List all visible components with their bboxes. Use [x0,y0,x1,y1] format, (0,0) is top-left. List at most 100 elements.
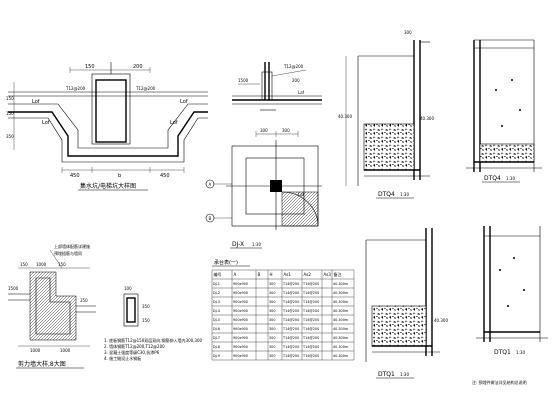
pit-axis-a: A [209,182,212,187]
trench-rebar-left: T12@200 [65,86,86,91]
schedule-cell: DJ-8 [213,345,220,349]
trench-lap-2: Lof [180,99,188,105]
wall-node-rebar: T12@200 [283,64,304,69]
pit-axis-b: B [209,216,212,221]
trench-dim-top-2: 200 [133,64,143,70]
sec-d-caption: DTQ1 [494,349,511,356]
schedule-cell: T14@200 [282,327,299,331]
trench-lap-3: Lof [42,120,50,126]
sec-a-caption: DTQ4 [378,191,395,198]
wall-node-lap: Laf [298,90,305,95]
schedule-cell: 40.300m [333,336,349,340]
schedule-header-cell: As1 [284,272,292,277]
schedule-cell: T14@200 [302,309,319,313]
schedule-cell: DJ-2 [213,291,220,295]
schedule-cell: 900x900 [233,309,248,313]
pit-caption: DJ-X [232,241,244,248]
schedule-cell: T14@200 [282,345,299,349]
schedule-cell: T14@200 [282,336,299,340]
schedule-title: 承台表(一) [214,259,238,266]
schedule-cell: 40.300m [333,354,349,358]
schedule-cell: T14@200 [302,354,319,358]
wall-caption: 剪力墙大样,8大图 [18,360,66,368]
schedule-header-cell: A [234,272,237,277]
wall-dim-3: 150 [58,262,66,267]
schedule-cell: T14@200 [302,300,319,304]
schedule-header-cell: H [270,272,273,277]
schedule-cell: T14@200 [282,309,299,313]
schedule-cell: T14@200 [302,291,319,295]
schedule-cell: T14@200 [282,282,299,286]
schedule-cell: 300 [269,291,275,295]
pit-scale: 1:30 [252,242,261,247]
schedule-cell: T14@200 [302,327,319,331]
schedule-cell: 900x900 [233,300,248,304]
wall-dim-6: 1000 [30,348,41,353]
schedule-cell: 300 [269,309,275,313]
sec-c-elev: 40.300 [434,318,448,323]
schedule-cell: 40.300m [333,282,349,286]
section-c: 40.300 DTQ1 1:30 [365,228,448,379]
schedule-cell: T14@200 [282,318,299,322]
schedule-cell: T14@200 [282,300,299,304]
wall-callout-2: 预埋插筋与墙同 [54,250,82,256]
sec-c-caption: DTQ1 [378,371,395,378]
sec-a-elev-1: 40.300 [338,114,352,119]
footer-note: 注: 预埋件做法详见结构总说明 [472,379,527,385]
wall-note-4: 4. 施工缝设止水钢板 [104,355,141,361]
schedule-cell: T14@200 [282,291,299,295]
section-a: 40.300 40.300 300 DTQ4 1:30 [338,30,434,199]
schedule-cell: 300 [269,282,275,286]
pit-plan: 300 300 A B Laf DJ-X 1:30 [205,128,322,249]
schedule-cell: 300 [269,318,275,322]
wall-note-1: 1. 底板钢筋T12@150双层双向,钢筋伸入墙内300,300 [104,337,203,343]
wall-callout-1: 上部墙体配筋详建施 [54,243,90,249]
schedule-cell: DJ-7 [213,336,220,340]
pit-dim-top-2: 300 [282,128,290,133]
trench-detail: 150 200 T12@200 T12@200 Lof Lof Lof Lof … [6,62,208,191]
schedule-cell: 40.300m [333,291,349,295]
pit-dim-top-1: 300 [260,128,268,133]
schedule-cell: 300 [269,327,275,331]
schedule-header-cell: As2 [304,272,312,277]
trench-rebar-right: T12@200 [135,86,156,91]
schedule-cell: DJ-6 [213,327,220,331]
schedule-cell: T14@200 [302,345,319,349]
schedule-cell: 40.300m [333,309,349,313]
wall-node-dim-2: 200 [292,78,300,83]
trench-lap-1: Lof [32,99,40,105]
sec-a-top-dim: 300 [404,30,412,35]
trench-dim-bottom-2: b [118,173,121,179]
sec-c-scale: 1:30 [400,372,409,377]
schedule-header-cell: As3 [324,272,332,277]
schedule-cell: T14@200 [302,336,319,340]
schedule-cell: 300 [269,300,275,304]
wall-notes: 1. 底板钢筋T12@150双层双向,钢筋伸入墙内300,300 2. 墙体钢筋… [104,337,203,361]
pit-note: Laf [298,192,305,197]
schedule-cell: 40.300m [333,318,349,322]
schedule-header-cell: 编号 [214,271,222,277]
trench-dim-top-1: 150 [85,64,95,70]
trench-dim-side-1: 150 [6,96,14,101]
schedule-cell: 300 [269,345,275,349]
sec-b-scale: 1:30 [506,176,515,181]
schedule-cell: T14@200 [282,354,299,358]
small-dim-3: 150 [142,318,150,323]
wall-node-dim-1: 1500 [238,78,249,83]
trench-depth: 350 [6,134,14,139]
schedule-header-cell: B [258,272,261,277]
schedule-cell: 900x900 [233,282,248,286]
schedule-cell: 900x900 [233,336,248,340]
schedule-cell: DJ-5 [213,318,220,322]
sec-d-scale: 1:30 [516,350,525,355]
wall-dim-2: 1000 [36,262,47,267]
sec-b-caption: DTQ4 [484,175,501,182]
small-dim-2: 350 [142,304,150,309]
schedule-cell: 300 [269,336,275,340]
trench-dim-bottom-1: 450 [70,173,80,179]
schedule-cell: 300 [269,354,275,358]
wall-detail: 上部墙体配筋详建施 预埋插筋与墙同 150 1000 150 1500 350 … [8,243,96,369]
wall-dim-1: 150 [20,262,28,267]
